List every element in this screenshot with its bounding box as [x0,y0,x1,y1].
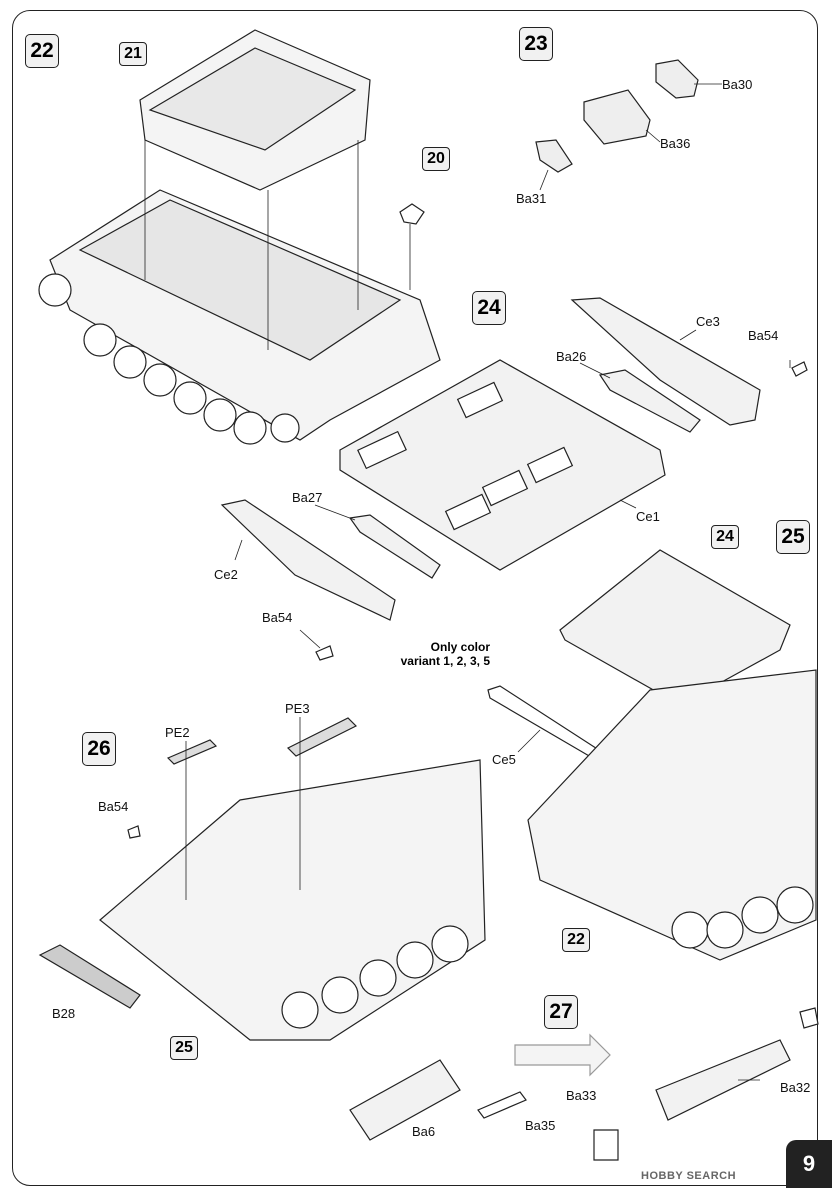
label-ba27: Ba27 [292,490,323,505]
part-20 [399,203,425,225]
ref-25: 25 [170,1036,198,1060]
etched-part-pe3 [286,717,358,757]
part-ba54-c [127,825,141,839]
label-ce3: Ce3 [696,314,720,329]
step-27-badge: 27 [544,995,578,1029]
step-26-badge: 26 [82,732,116,766]
road-wheels-25 [671,886,814,949]
label-pe3: PE3 [285,701,310,716]
part-ba54-a [791,361,808,377]
assembly-step-27 [655,1039,791,1121]
label-ba54-c: Ba54 [98,799,129,814]
page-number: 9 [786,1140,832,1188]
note-line-2: variant 1, 2, 3, 5 [400,654,490,668]
direction-arrow [514,1033,611,1077]
label-ce1: Ce1 [636,509,660,524]
plate-assembly-24 [559,549,791,706]
part-b28 [38,944,141,1009]
label-pe2: PE2 [165,725,190,740]
step-24-badge: 24 [472,291,506,325]
page-frame [12,10,818,1186]
part-ba32 [799,1007,819,1029]
color-variant-note: Only color variant 1, 2, 3, 5 [388,640,490,668]
part-ba36 [583,89,651,145]
label-b28: B28 [52,1006,76,1021]
part-ba33 [593,1129,619,1161]
label-ba26: Ba26 [556,349,587,364]
part-ba35 [477,1091,527,1119]
label-ba6: Ba6 [412,1124,436,1139]
label-ce5: Ce5 [492,752,516,767]
part-ce3 [570,297,761,426]
ref-20: 20 [422,147,450,171]
road-wheels-26 [281,925,469,1029]
ref-21: 21 [119,42,147,66]
part-ce1 [339,359,666,571]
label-ba31: Ba31 [516,191,547,206]
part-ba30 [655,59,699,99]
part-ce5 [487,685,603,761]
part-ba27 [348,514,441,579]
etched-part-pe2 [166,739,218,765]
label-ba33: Ba33 [566,1088,597,1103]
label-ba54-a: Ba54 [748,328,779,343]
part-ce2 [220,499,396,621]
step-22-badge: 22 [25,34,59,68]
ref-24: 24 [711,525,739,549]
ref-22: 22 [562,928,590,952]
note-line-1: Only color [430,640,490,654]
step-25-badge: 25 [776,520,810,554]
part-ba54-b [315,645,334,661]
road-wheels-22 [38,273,300,445]
label-ba54-b: Ba54 [262,610,293,625]
label-ba35: Ba35 [525,1118,556,1133]
step-23-badge: 23 [519,27,553,61]
label-ce2: Ce2 [214,567,238,582]
hull-step-25 [527,669,817,961]
part-ba26 [599,369,701,433]
label-ba36: Ba36 [660,136,691,151]
label-ba32: Ba32 [780,1080,811,1095]
part-ba31 [535,139,573,173]
watermark: HOBBY SEARCH [641,1170,737,1182]
part-ba6 [349,1059,461,1141]
label-ba30: Ba30 [722,77,753,92]
